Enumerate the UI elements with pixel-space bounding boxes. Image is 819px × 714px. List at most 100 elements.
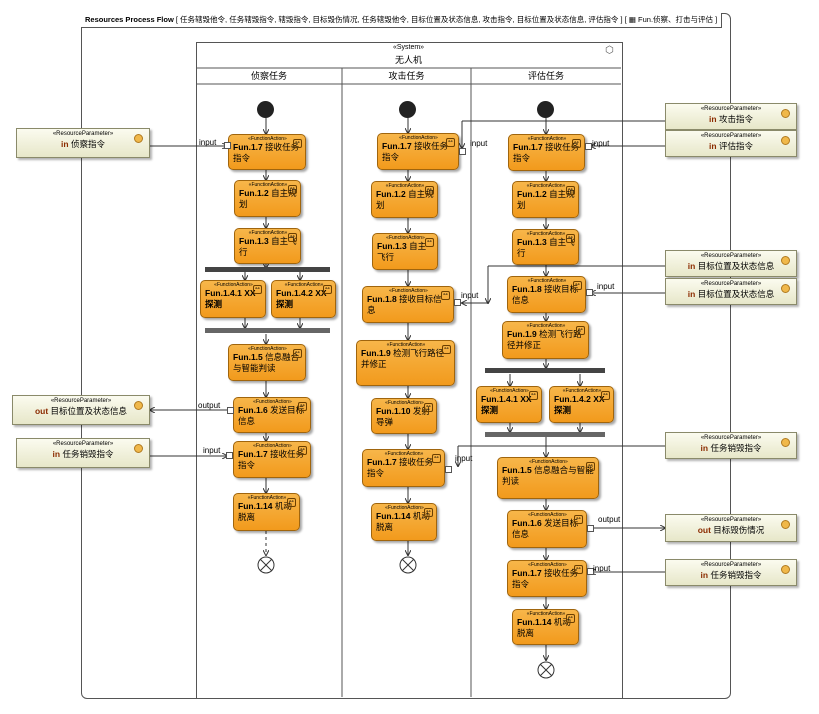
action-icon: ⚯ — [288, 185, 297, 194]
input-pin[interactable] — [585, 143, 592, 150]
resource-parameter[interactable]: «ResourceParameter»in 评估指令 — [665, 130, 797, 157]
input-pin[interactable] — [587, 568, 594, 575]
input-pin[interactable] — [454, 299, 461, 306]
system-name: 无人机 — [394, 55, 422, 65]
function-action[interactable]: «FunctionAction»Fun.1.10 发射导弹⚯ — [371, 398, 437, 434]
action-icon: ⚯ — [298, 446, 307, 455]
node-code: Fun.1.7 — [233, 142, 263, 152]
resource-parameter[interactable]: «ResourceParameter»in 任务销毁指令 — [665, 432, 797, 459]
node-code: Fun.1.7 — [238, 449, 268, 459]
function-action[interactable]: «FunctionAction»Fun.1.4.2 XX探测⚯ — [549, 386, 614, 423]
node-stereotype: «FunctionAction» — [386, 342, 426, 348]
node-code: Fun.1.14 — [517, 617, 552, 627]
pin-label-input: input — [455, 454, 473, 463]
diagram-frame-tab: Resources Process Flow [ 任务辖毁他令, 任务辖毁指令,… — [81, 13, 723, 28]
resource-parameter[interactable]: «ResourceParameter»in 侦察指令 — [16, 128, 150, 158]
param-direction: out — [34, 406, 49, 416]
node-code: Fun.1.3 — [517, 237, 547, 247]
function-action[interactable]: «FunctionAction»Fun.1.7 接收任务指令⚯ — [507, 560, 587, 597]
param-stereotype: «ResourceParameter» — [700, 133, 762, 139]
param-name: 评估指令 — [718, 141, 753, 151]
function-action[interactable]: «FunctionAction»Fun.1.4.1 XX探测⚯ — [200, 280, 266, 318]
function-action[interactable]: «FunctionAction»Fun.1.7 接收任务指令⚯ — [377, 133, 459, 170]
function-action[interactable]: «FunctionAction»Fun.1.6 发送目标信息⚯ — [233, 397, 311, 433]
parameter-icon — [781, 136, 790, 145]
join-bar — [485, 432, 605, 437]
param-stereotype: «ResourceParameter» — [52, 441, 114, 447]
node-code: Fun.1.3 — [377, 241, 407, 251]
param-direction: in — [700, 570, 709, 580]
function-action[interactable]: «FunctionAction»Fun.1.8 接收目标信息⚯ — [507, 276, 586, 313]
node-code: Fun.1.5 — [233, 352, 263, 362]
param-direction: in — [687, 261, 696, 271]
input-pin[interactable] — [586, 289, 593, 296]
output-pin[interactable] — [227, 407, 234, 414]
node-code: Fun.1.14 — [376, 511, 411, 521]
function-action[interactable]: «FunctionAction»Fun.1.14 机动脱离⚯ — [371, 503, 437, 541]
node-text: 自主规划 — [239, 188, 297, 209]
parameter-icon — [134, 134, 143, 143]
param-stereotype: «ResourceParameter» — [700, 253, 762, 259]
node-stereotype: «FunctionAction» — [529, 459, 568, 465]
function-action[interactable]: «FunctionAction»Fun.1.7 接收任务指令⚯ — [362, 449, 445, 487]
action-icon: ⚯ — [573, 281, 582, 290]
function-action[interactable]: «FunctionAction»Fun.1.3 自主飞行⚯ — [512, 229, 579, 265]
resource-parameter[interactable]: «ResourceParameter»in 攻击指令 — [665, 103, 797, 130]
function-action[interactable]: «FunctionAction»Fun.1.2 自主规划⚯ — [512, 181, 579, 218]
resource-parameter[interactable]: «ResourceParameter»in 任务销毁指令 — [665, 559, 797, 586]
function-action[interactable]: «FunctionAction»Fun.1.7 接收任务指令⚯ — [508, 134, 585, 171]
resource-parameter[interactable]: «ResourceParameter»in 目标位置及状态信息 — [665, 250, 797, 277]
input-pin[interactable] — [459, 148, 466, 155]
node-text: 机动脱离 — [517, 617, 571, 638]
param-name: 目标位置及状态信息 — [50, 406, 128, 416]
pin-label-output: output — [198, 401, 221, 410]
function-action[interactable]: «FunctionAction»Fun.1.9 检测飞行路径并修正⚯ — [502, 321, 589, 359]
function-action[interactable]: «FunctionAction»Fun.1.7 接收任务指令⚯ — [228, 134, 306, 170]
node-stereotype: «FunctionAction» — [490, 388, 529, 394]
node-stereotype: «FunctionAction» — [399, 135, 438, 141]
diagram-signature: [ 任务辖毁他令, 任务辖毁指令, 辖毁指令, 目标毁伤情况, 任务辖毁他令, … — [175, 15, 627, 24]
function-action[interactable]: «FunctionAction»Fun.1.5 信息融合与智能判读⚯ — [228, 344, 306, 381]
resource-parameter[interactable]: «ResourceParameter»out 目标位置及状态信息 — [12, 395, 150, 425]
diagram-owner: Fun.侦察、打击与评估 ] — [638, 15, 718, 24]
function-action[interactable]: «FunctionAction»Fun.1.7 接收任务指令⚯ — [233, 441, 311, 478]
resource-parameter[interactable]: «ResourceParameter»in 任务销毁指令 — [16, 438, 150, 468]
function-action[interactable]: «FunctionAction»Fun.1.5 信息融合与智能判读⚯ — [497, 457, 599, 499]
function-action[interactable]: «FunctionAction»Fun.1.14 机动脱离⚯ — [233, 493, 300, 531]
input-pin[interactable] — [445, 466, 452, 473]
param-stereotype: «ResourceParameter» — [52, 131, 114, 137]
action-icon: ⚯ — [293, 349, 302, 358]
function-action[interactable]: «FunctionAction»Fun.1.3 自主飞行⚯ — [234, 228, 301, 264]
action-icon: ⚯ — [574, 515, 583, 524]
function-action[interactable]: «FunctionAction»Fun.1.6 发送目标信息⚯ — [507, 510, 587, 548]
node-stereotype: «FunctionAction» — [526, 183, 566, 189]
resource-parameter[interactable]: «ResourceParameter»in 目标位置及状态信息 — [665, 278, 797, 305]
function-action[interactable]: «FunctionAction»Fun.1.4.2 XX探测⚯ — [271, 280, 336, 318]
param-direction: in — [687, 289, 696, 299]
output-pin[interactable] — [587, 525, 594, 532]
input-pin[interactable] — [226, 452, 233, 459]
input-pin[interactable] — [224, 142, 231, 149]
function-action[interactable]: «FunctionAction»Fun.1.14 机动脱离⚯ — [512, 609, 579, 645]
node-text: 信息融合与智能判读 — [502, 465, 594, 486]
function-action[interactable]: «FunctionAction»Fun.1.2 自主规划⚯ — [234, 180, 301, 217]
node-code: Fun.1.3 — [239, 236, 269, 246]
node-code: Fun.1.8 — [512, 284, 542, 294]
function-action[interactable]: «FunctionAction»Fun.1.8 接收目标信息⚯ — [362, 286, 454, 323]
param-name: 任务销毁指令 — [62, 449, 114, 459]
node-stereotype: «FunctionAction» — [253, 399, 292, 405]
function-action[interactable]: «FunctionAction»Fun.1.2 自主规划⚯ — [371, 181, 438, 218]
function-action[interactable]: «FunctionAction»Fun.1.4.1 XX探测⚯ — [476, 386, 542, 423]
function-action[interactable]: «FunctionAction»Fun.1.3 自主飞行⚯ — [372, 233, 438, 270]
node-text: XX探测 — [205, 288, 256, 309]
node-stereotype: «FunctionAction» — [386, 235, 425, 241]
node-text: XX探测 — [276, 288, 327, 309]
pin-label-input: input — [199, 138, 217, 147]
node-text: XX探测 — [554, 394, 605, 415]
node-code: Fun.1.7 — [512, 568, 542, 578]
resource-parameter[interactable]: «ResourceParameter»out 目标毁伤情况 — [665, 514, 797, 542]
node-code: Fun.1.4.1 — [205, 288, 242, 298]
function-action[interactable]: «FunctionAction»Fun.1.9 检测飞行路径并修正⚯ — [356, 340, 455, 386]
parameter-icon — [781, 256, 790, 265]
initial-node-assess — [537, 101, 554, 118]
